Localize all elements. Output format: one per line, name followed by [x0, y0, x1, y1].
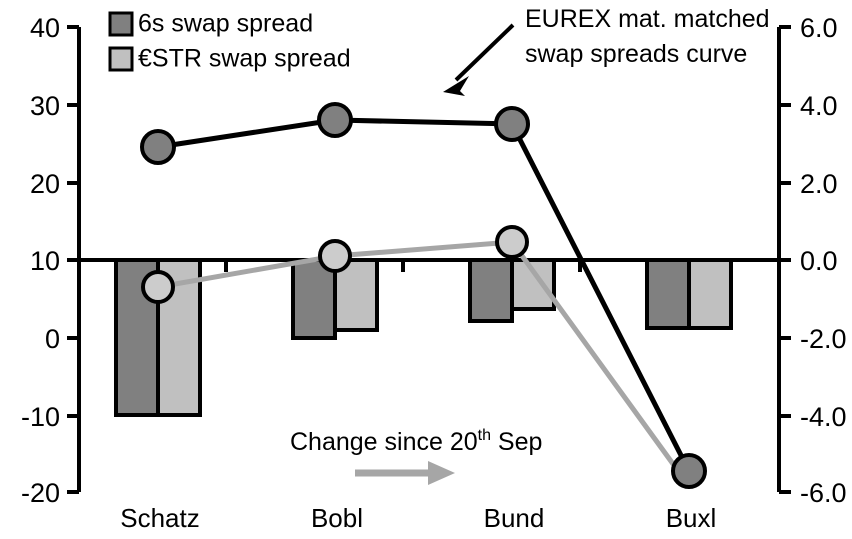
left-tick-label-0: 0 — [45, 324, 60, 354]
category-label-bobl: Bobl — [311, 503, 363, 533]
bar-group-buxl — [645, 258, 733, 330]
chart-legend: 6s swap spread €STR swap spread — [108, 10, 351, 73]
left-tick-label-40: 40 — [30, 13, 60, 43]
left-axis: 40 30 20 10 0 -10 -20 — [21, 13, 81, 508]
category-label-bund: Bund — [484, 503, 545, 533]
callout-line-2: swap spreads curve — [525, 40, 747, 68]
estr-marker-bund[interactable] — [495, 225, 529, 259]
left-tick-label-10: 10 — [30, 246, 60, 276]
legend-label-estr: €STR swap spread — [138, 45, 351, 73]
legend-label-6s: 6s swap spread — [138, 10, 313, 38]
eurex-marker-bobl[interactable] — [317, 102, 353, 138]
right-tick-label-6: 6.0 — [800, 13, 838, 43]
callout-arrow-head-icon — [443, 76, 469, 96]
eurex-marker-bund[interactable] — [494, 106, 530, 142]
eurex-marker-schatz[interactable] — [140, 129, 176, 165]
right-axis: 6.0 4.0 2.0 0.0 -2.0 -4.0 -6.0 — [777, 13, 847, 508]
left-tick-label-neg10: -10 — [21, 402, 60, 432]
bar-group-bobl — [291, 258, 379, 340]
estr-marker-schatz[interactable] — [141, 270, 175, 304]
change-note-arrow-head-icon — [428, 461, 455, 485]
estr-marker-bobl[interactable] — [318, 239, 352, 273]
right-tick-label-neg2: -2.0 — [800, 324, 847, 354]
left-tick-label-neg20: -20 — [21, 478, 60, 508]
bar-bund-6s[interactable] — [468, 258, 514, 323]
legend-item-6s[interactable]: 6s swap spread — [108, 10, 313, 38]
change-note-main: Change since 20 — [290, 428, 478, 456]
right-tick-label-2: 2.0 — [800, 169, 838, 199]
right-tick-label-4: 4.0 — [800, 91, 838, 121]
estr-curve-path — [157, 239, 692, 488]
callout-arrow-shaft — [454, 23, 515, 82]
right-tick-label-0: 0.0 — [800, 246, 838, 276]
category-label-buxl: Buxl — [666, 503, 717, 533]
left-tick-label-20: 20 — [30, 169, 60, 199]
left-tick-label-30: 30 — [30, 91, 60, 121]
right-tick-label-neg6: -6.0 — [800, 478, 847, 508]
bar-group-bund — [468, 258, 556, 323]
legend-swatch-6s — [108, 11, 134, 37]
bar-bobl-6s[interactable] — [291, 258, 337, 340]
bar-buxl-estr[interactable] — [687, 258, 733, 330]
category-label-schatz: Schatz — [120, 503, 200, 533]
change-note-tail: Sep — [491, 428, 542, 456]
change-note-sup: th — [478, 427, 491, 444]
eurex-marker-buxl[interactable] — [671, 453, 707, 489]
right-tick-label-neg4: -4.0 — [800, 402, 847, 432]
line-series-estr-curve — [141, 225, 692, 488]
eurex-curve-path — [157, 117, 692, 473]
annotation-curve-callout: EUREX mat. matched swap spreads curve — [443, 5, 770, 96]
x-axis-category-labels: Schatz Bobl Bund Buxl — [120, 503, 716, 533]
bar-bobl-estr[interactable] — [333, 258, 379, 332]
bar-buxl-6s[interactable] — [645, 258, 691, 330]
change-note-text: Change since 20th Sep — [290, 427, 542, 456]
annotation-change-note: Change since 20th Sep — [290, 427, 542, 485]
legend-item-estr[interactable]: €STR swap spread — [108, 45, 351, 73]
callout-line-1: EUREX mat. matched — [525, 5, 770, 33]
legend-swatch-estr — [108, 46, 134, 72]
line-series-eurex-curve — [140, 102, 707, 489]
